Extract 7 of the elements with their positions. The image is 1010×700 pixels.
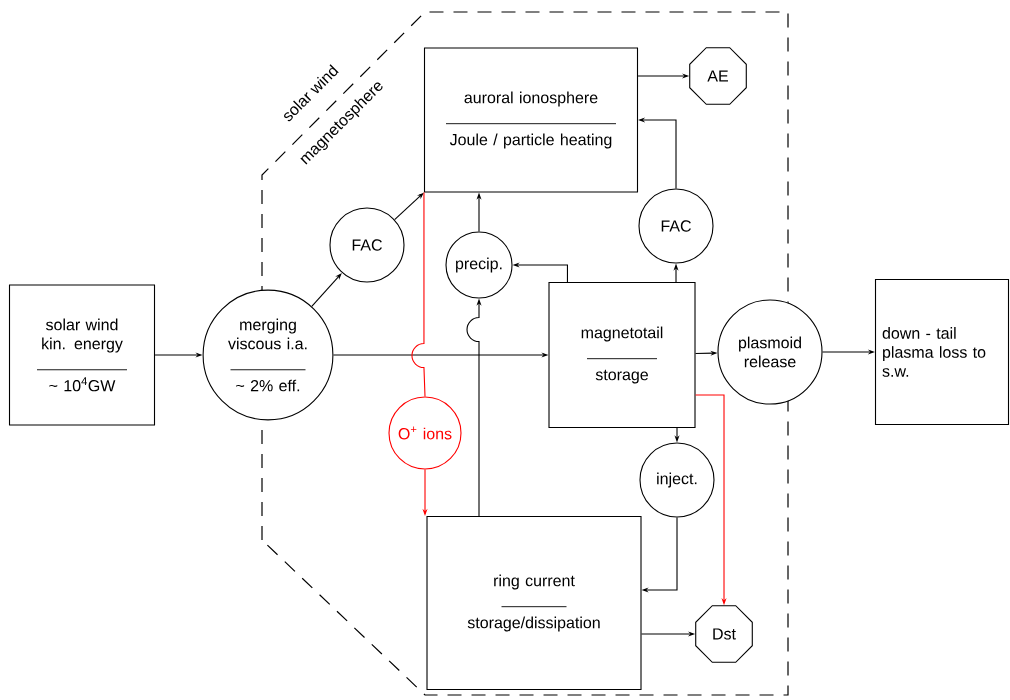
process-box: auroral ionosphere Joule / particle heating — [423, 47, 639, 193]
index-octagon: Dst — [695, 605, 753, 663]
index-octagon: AE — [689, 47, 747, 105]
process-box: magnetotail storage — [548, 281, 696, 429]
process-box: ring current storage/dissipation — [426, 515, 642, 691]
energy-box: solar wind kin. energy ~ 10$^{4}$GW — [8, 284, 156, 426]
process-box: down - tail plasma loss to s.w. — [874, 278, 1010, 426]
